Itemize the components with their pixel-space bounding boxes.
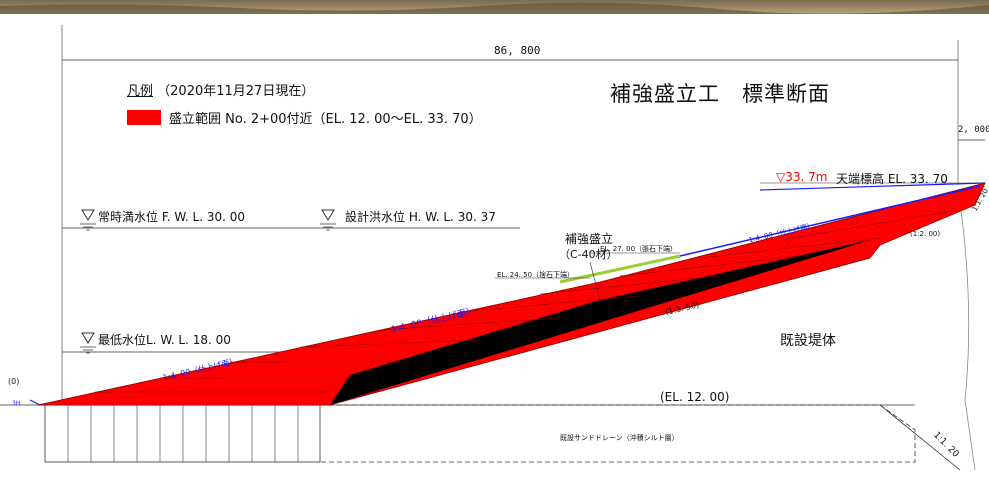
sand-drain-left-block [44, 404, 321, 463]
lwl-marker-icon [81, 332, 95, 344]
fill-leader-line [589, 261, 601, 301]
hwl-marker-icon [321, 209, 335, 221]
base-elevation-label: (EL. 12. 00) [660, 390, 730, 404]
legend-item: 盛立範囲 No. 2+00付近（EL. 12. 00～EL. 33. 70） [127, 108, 482, 127]
el2450-label: EL. 24. 50（捨石下端） [497, 271, 575, 279]
fwl-label: 常時満水位 F. W. L. 30. 00 [98, 210, 246, 224]
left-edge-label-a: (0) [8, 377, 20, 386]
riprap-green-band [559, 254, 681, 284]
lwl-ground-icon [80, 346, 96, 354]
crest-blue-line [759, 182, 986, 191]
existing-embankment-outline [957, 189, 976, 471]
legend-item-label: 盛立範囲 No. 2+00付近（EL. 12. 00～EL. 33. 70） [169, 112, 482, 127]
crest-marker: ▽33. 7m [776, 170, 828, 184]
hwl-label: 設計洪水位 H. W. L. 30. 37 [345, 210, 496, 224]
hwl-ground-icon [320, 223, 336, 231]
crest-label: 天端標高 EL. 33. 70 [836, 172, 948, 186]
top-slope-label: (1:2. 00) [910, 230, 941, 238]
overall-width-label: 86, 800 [494, 44, 541, 57]
sand-drain-columns [67, 405, 299, 462]
drain-slope-line [879, 404, 961, 471]
legend-date: （2020年11月27日現在） [157, 84, 315, 99]
legend-swatch [127, 110, 161, 125]
fwl-ground-icon [80, 223, 96, 231]
top-width-label: 2, 000 [958, 125, 989, 135]
left-edge-label-b: 3H [12, 400, 21, 407]
el27-label: EL. 27. 00（張石下端） [600, 245, 678, 253]
sand-drain-label: 既設サンドドレーン（沖積シルト層） [560, 434, 679, 442]
legend-heading: 凡例 （2020年11月27日現在） [127, 80, 314, 99]
legend-title: 凡例 [127, 84, 154, 99]
fwl-marker-icon [81, 209, 95, 221]
existing-embankment-label: 既設堤体 [780, 333, 836, 349]
sand-drain-outline [320, 404, 916, 463]
photo-strip-shadow [0, 2, 989, 15]
reinforced-fill-material: （C-40材） [559, 248, 618, 261]
fill-layer-lines [95, 209, 961, 406]
left-slope-mark [29, 399, 41, 406]
reinforced-fill-label: 補強盛立 [565, 232, 614, 246]
drawing-title: 補強盛立工 標準断面 [610, 82, 830, 106]
riprap-surface-line [679, 185, 981, 257]
lwl-label: 最低水位L. W. L. 18. 00 [98, 333, 231, 347]
